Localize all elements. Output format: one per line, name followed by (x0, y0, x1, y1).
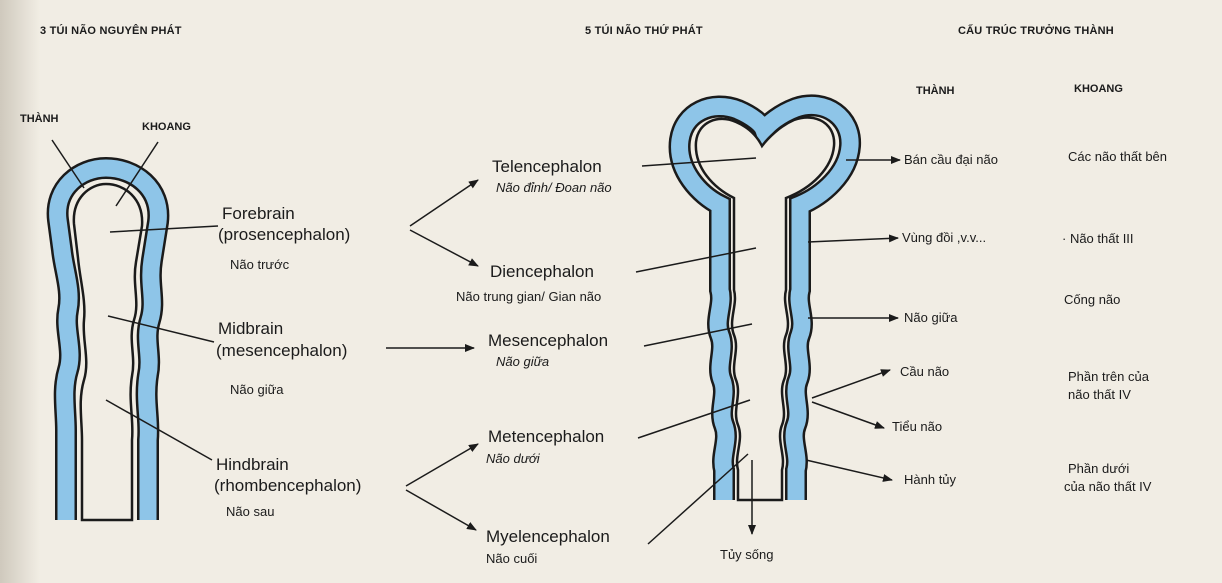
mature-wall-thalamus: Vùng đồi ,v.v... (902, 230, 987, 245)
primary-tube-wall-fill (49, 159, 167, 520)
page-edge-shadow (0, 0, 40, 583)
metencephalon-label: Metencephalon (488, 427, 605, 446)
midbrain-latin: (mesencephalon) (216, 341, 348, 360)
mature-cavity-lower-fourth-2: của não thất IV (1064, 479, 1152, 494)
mature-cavity-upper-fourth-2: não thất IV (1068, 387, 1131, 402)
midbrain-vi: Não giữa (230, 382, 284, 397)
myelencephalon-label: Myelencephalon (486, 527, 610, 546)
primary-vesicles-header: 3 TÚI NÃO NGUYÊN PHÁT (40, 25, 182, 37)
mesencephalon-vi: Não giữa (496, 354, 550, 369)
secondary-vesicles-header: 5 TÚI NÃO THỨ PHÁT (585, 25, 703, 37)
mature-cavity-lateral-ventricles: Các não thất bên (1068, 149, 1168, 164)
cavity-leader-line (115, 141, 159, 207)
metencephalon-leader (637, 399, 751, 439)
mesencephalon-leader (643, 323, 753, 347)
arrow-forebrain-telencephalon (409, 179, 479, 227)
arrow-to-pons (811, 369, 891, 399)
arrow-hindbrain-metencephalon (405, 443, 479, 487)
metencephalon-vi: Não dưới (486, 451, 540, 466)
mature-cavity-upper-fourth-1: Phần trên của (1068, 369, 1149, 384)
cavity-column-header: KHOANG (1074, 83, 1123, 95)
telencephalon-vi: Não đỉnh/ Đoan não (496, 180, 612, 195)
mature-wall-cerebellum: Tiểu não (892, 419, 943, 434)
arrow-to-cerebellum (811, 401, 885, 429)
mature-wall-midbrain: Não giữa (904, 310, 958, 325)
tube-cavity-label: KHOANG (142, 121, 191, 133)
arrow-to-medulla (805, 459, 893, 482)
midbrain-leader (107, 315, 215, 343)
mature-structures-header: CẤU TRÚC TRƯỞNG THÀNH (958, 25, 1114, 37)
forebrain-vi: Não trước (230, 257, 290, 272)
myelencephalon-vi: Não cuối (486, 551, 538, 566)
wall-column-header: THÀNH (916, 85, 955, 97)
forebrain-label: Forebrain (222, 204, 295, 223)
arrow-hindbrain-myelencephalon (405, 489, 477, 531)
myelencephalon-leader (647, 453, 749, 545)
primary-neural-tube (46, 156, 170, 522)
mesencephalon-label: Mesencephalon (488, 331, 609, 350)
telencephalon-label: Telencephalon (492, 157, 602, 176)
hindbrain-leader (105, 399, 213, 461)
midbrain-label: Midbrain (218, 319, 284, 338)
hindbrain-latin: (rhombencephalon) (214, 476, 362, 495)
hindbrain-vi: Não sau (226, 504, 275, 519)
tube-wall-label: THÀNH (20, 113, 59, 125)
diencephalon-leader (635, 247, 757, 273)
telencephalon-leader (641, 157, 757, 167)
hindbrain-label: Hindbrain (216, 455, 289, 474)
wall-leader-line (51, 139, 85, 189)
spinal-cord-label: Tủy sống (720, 547, 774, 562)
forebrain-leader (109, 225, 219, 233)
mature-cavity-aqueduct: Cống não (1064, 292, 1121, 307)
forebrain-latin: (prosencephalon) (218, 225, 351, 244)
mature-cavity-third-ventricle: · Não thất III (1062, 231, 1134, 246)
arrow-forebrain-diencephalon (409, 229, 479, 267)
mature-wall-pons: Cầu não (900, 364, 950, 379)
mature-cavity-lower-fourth-1: Phần dưới (1068, 461, 1130, 476)
mature-wall-medulla: Hành tủy (904, 472, 957, 487)
mature-wall-cerebral-hemisphere: Bán cầu đại não (904, 152, 998, 167)
secondary-neural-tube (668, 94, 862, 502)
diencephalon-vi: Não trung gian/ Gian não (456, 289, 602, 304)
arrow-to-thalamus (807, 234, 899, 243)
diencephalon-label: Diencephalon (490, 262, 594, 281)
